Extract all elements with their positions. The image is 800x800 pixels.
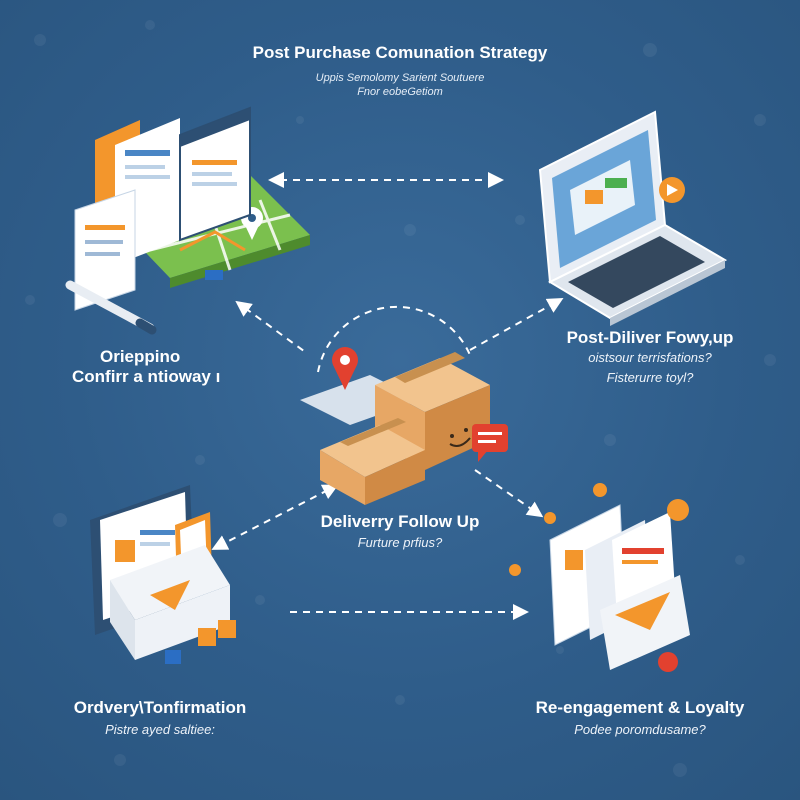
laptop-icon [538, 110, 728, 326]
bottom-left-title: Ordvery\Tonfirmation [73, 698, 247, 717]
top-right-sub-1: oistsour terrisfations? [588, 350, 712, 365]
arrow-center-to-right [469, 298, 564, 351]
top-left-title-1: Orieppino [100, 347, 181, 366]
top-right-title: Post-Diliver Fowy,up [566, 328, 734, 347]
page-subtitle-2: Fnor eobeGetiom [357, 86, 443, 98]
page-title: Post Purchase Comunation Strategy [252, 43, 548, 62]
documents-map-icon [65, 106, 310, 335]
arrow-center-to-bottom-right [474, 469, 544, 518]
page-subtitle-1: Uppis Semolomy Sarient Soutuere [315, 72, 485, 84]
bottom-right-sub: Podee poromdusame? [574, 722, 706, 737]
center-sub: Furture prfius? [357, 535, 443, 550]
center-arc [317, 305, 471, 373]
arrow-center-to-bottom-left [211, 484, 339, 550]
top-left-title-2: Confirr a ntioway ı [72, 367, 221, 386]
connector-arrows [211, 172, 564, 620]
bottom-left-sub: Pistre ayed saltiee: [105, 722, 215, 737]
email-envelope-icon [90, 485, 236, 664]
top-right-sub-2: Fisterurre toyl? [606, 370, 694, 385]
bottom-right-title: Re-engagement & Loyalty [535, 698, 745, 717]
background-dots [25, 20, 776, 777]
center-title: Deliverry Follow Up [320, 512, 480, 531]
loyalty-envelope-icon [509, 483, 690, 672]
package-boxes-icon [300, 347, 508, 505]
arrow-left-to-center [235, 300, 309, 355]
